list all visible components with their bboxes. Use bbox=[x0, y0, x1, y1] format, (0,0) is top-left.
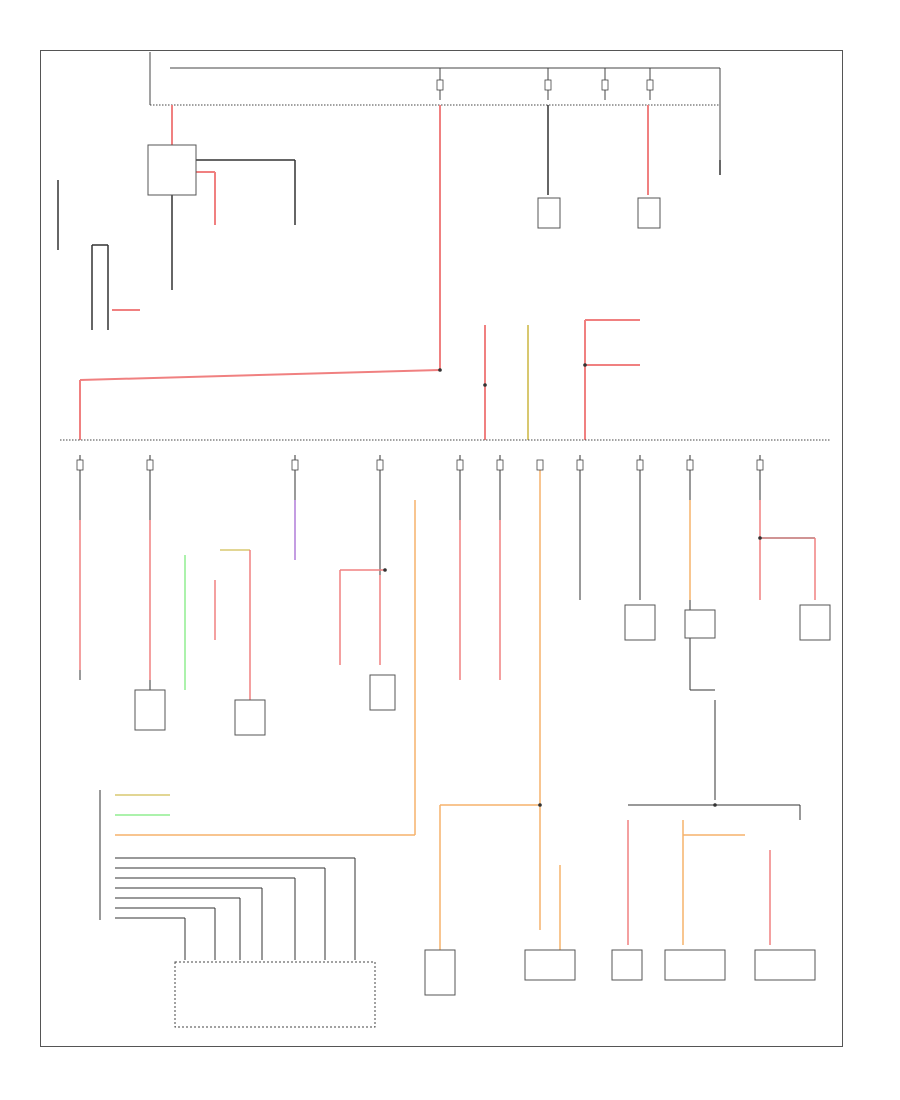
top-bus bbox=[149, 52, 721, 160]
junction-dots bbox=[383, 363, 762, 807]
drops bbox=[79, 455, 761, 690]
component-boxes bbox=[134, 144, 831, 996]
switch-block bbox=[174, 961, 376, 1028]
switch-lines bbox=[99, 790, 356, 960]
black-feeds bbox=[57, 105, 721, 330]
fuse-marks bbox=[76, 79, 764, 471]
diagram-frame bbox=[40, 50, 843, 1047]
red-feeds bbox=[79, 105, 649, 440]
colored-drops bbox=[79, 470, 816, 950]
